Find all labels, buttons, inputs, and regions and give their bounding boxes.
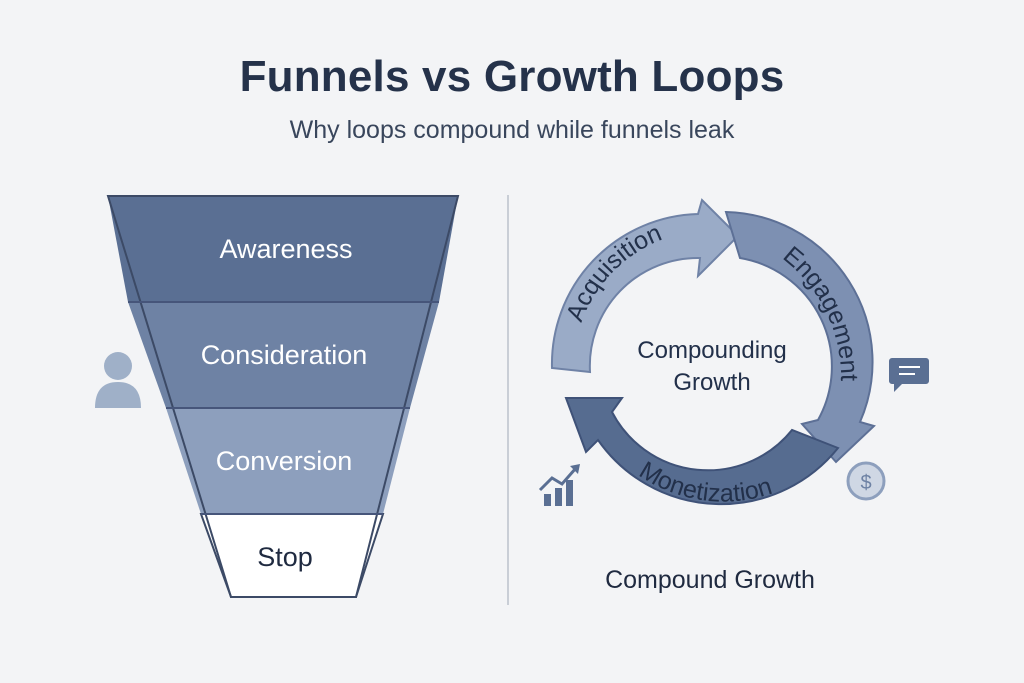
funnel-label-stop: Stop — [257, 542, 313, 572]
growth-chart-icon — [538, 464, 580, 506]
loop-arrow-acquisition — [550, 198, 740, 374]
funnel-label-conversion: Conversion — [216, 446, 353, 476]
svg-text:$: $ — [860, 472, 871, 494]
growth-loop: Acquisition Engagement Monetization Comp… — [550, 198, 876, 508]
loop-center-line1: Compounding — [637, 337, 786, 364]
funnel-label-consideration: Consideration — [201, 340, 368, 370]
section-divider — [507, 195, 509, 605]
page-subtitle: Why loops compound while funnels leak — [289, 116, 735, 144]
page-title: Funnels vs Growth Loops — [239, 52, 785, 101]
loop-arrow-engagement — [724, 210, 876, 464]
loop-caption: Compound Growth — [605, 566, 815, 594]
funnel-stage-conversion — [166, 408, 410, 514]
funnel-stage-consideration — [128, 302, 439, 408]
loop-center-line2: Growth — [673, 369, 750, 396]
dollar-coin-icon: $ — [846, 461, 886, 501]
loop-label-acquisition: Acquisition — [561, 219, 666, 326]
funnel: Awareness Consideration Conversion Stop — [106, 195, 460, 598]
funnel-stage-awareness — [108, 196, 458, 302]
funnel-outline — [106, 195, 460, 598]
chat-icon — [889, 358, 929, 392]
funnel-label-awareness: Awareness — [219, 234, 352, 264]
loop-arrow-monetization — [564, 397, 840, 506]
user-icon — [95, 352, 141, 408]
